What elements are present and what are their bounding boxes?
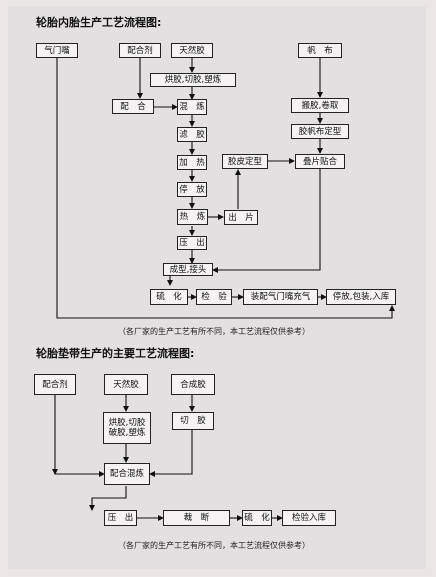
inner-tube-flow-title: 轮胎内胎生产工艺流程图: [36,16,162,29]
node-natural-rubber: 天然胶 [171,43,213,58]
node-filter: 滤 胶 [177,127,207,142]
flap-flow-note: （各厂家的生产工艺有所不同，本工艺流程仅供参考） [118,541,310,550]
node-skim-shaping: 胶皮定型 [222,154,268,169]
node-bake-cut-plasticate: 烘胶,切胶,塑炼 [150,73,236,87]
node-heating: 加 热 [177,155,207,170]
node2-trim: 裁 断 [163,510,230,526]
node-canvas: 帆 布 [298,43,342,58]
node-compounding: 配 合 [112,99,154,114]
node2-mix: 配合混炼 [104,463,150,485]
node-storage-pack: 停放,包装,入库 [326,289,396,305]
arrow2-mix-to-extrude [89,486,127,511]
arrow2-cut-to-mix [149,430,193,477]
node2-compound-agent: 配合剂 [34,374,76,395]
node-inspect: 检 验 [196,289,232,305]
node-extrude: 压 出 [177,236,207,250]
node-hot-refine: 热 炼 [177,209,208,225]
node-valve-inflate: 装配气门嘴充气 [243,289,318,305]
node2-natural-rubber: 天然胶 [104,374,148,395]
node2-vulcanize: 硫 化 [242,510,272,526]
node-unwind-coil: 搬胶,卷取 [291,98,349,113]
document-page [8,6,426,569]
node-compound-agent: 配合剂 [119,43,161,58]
inner-tube-flow-note: （各厂家的生产工艺有所不同，本工艺流程仅供参考） [118,327,310,336]
node-vulcanize: 硫 化 [150,289,188,305]
node-valve: 气门嘴 [36,43,78,58]
node-sheet-out: 出 片 [224,210,258,225]
node2-inspect-store: 检验入库 [282,510,336,526]
flap-flow-title: 轮胎垫带生产的主要工艺流程图: [36,347,195,360]
node2-synthetic-rubber: 合成胶 [171,374,215,395]
node-parking: 停 放 [177,182,207,197]
node2-extrude: 压 出 [104,510,137,526]
node2-cut: 切 胶 [172,412,214,430]
node2-bake-cut: 烘胶,切胶 破胶,塑炼 [103,412,151,444]
node-cloth-shaping: 胶帆布定型 [291,124,349,139]
node-ply-joint: 叠片贴合 [295,154,345,169]
arrow-ply-to-forming [212,169,321,273]
node-forming-splice: 成型,接头 [163,263,213,276]
node-mixing: 混 炼 [177,99,207,115]
arrow-valve-to-assembly [56,58,395,319]
